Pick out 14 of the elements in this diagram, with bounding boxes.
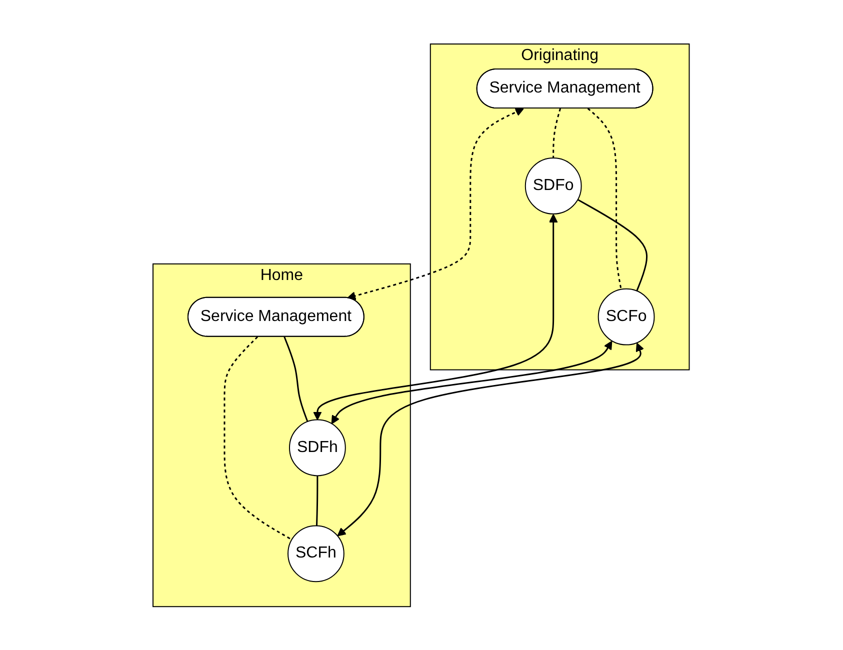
- node-circle: SCFh: [288, 524, 345, 582]
- arrow: [313, 214, 558, 420]
- connector: [588, 108, 622, 290]
- node-circle: SCFo: [598, 288, 656, 345]
- connector: [316, 475, 319, 526]
- connector: [224, 336, 293, 540]
- connector: [552, 108, 562, 158]
- arrow: [338, 342, 644, 536]
- node-circle: SDFh: [289, 419, 346, 476]
- node-circle: SDFo: [525, 157, 582, 214]
- connector: [284, 336, 309, 422]
- arrow: [332, 340, 613, 424]
- arrow: [347, 108, 524, 300]
- connector: [578, 198, 648, 291]
